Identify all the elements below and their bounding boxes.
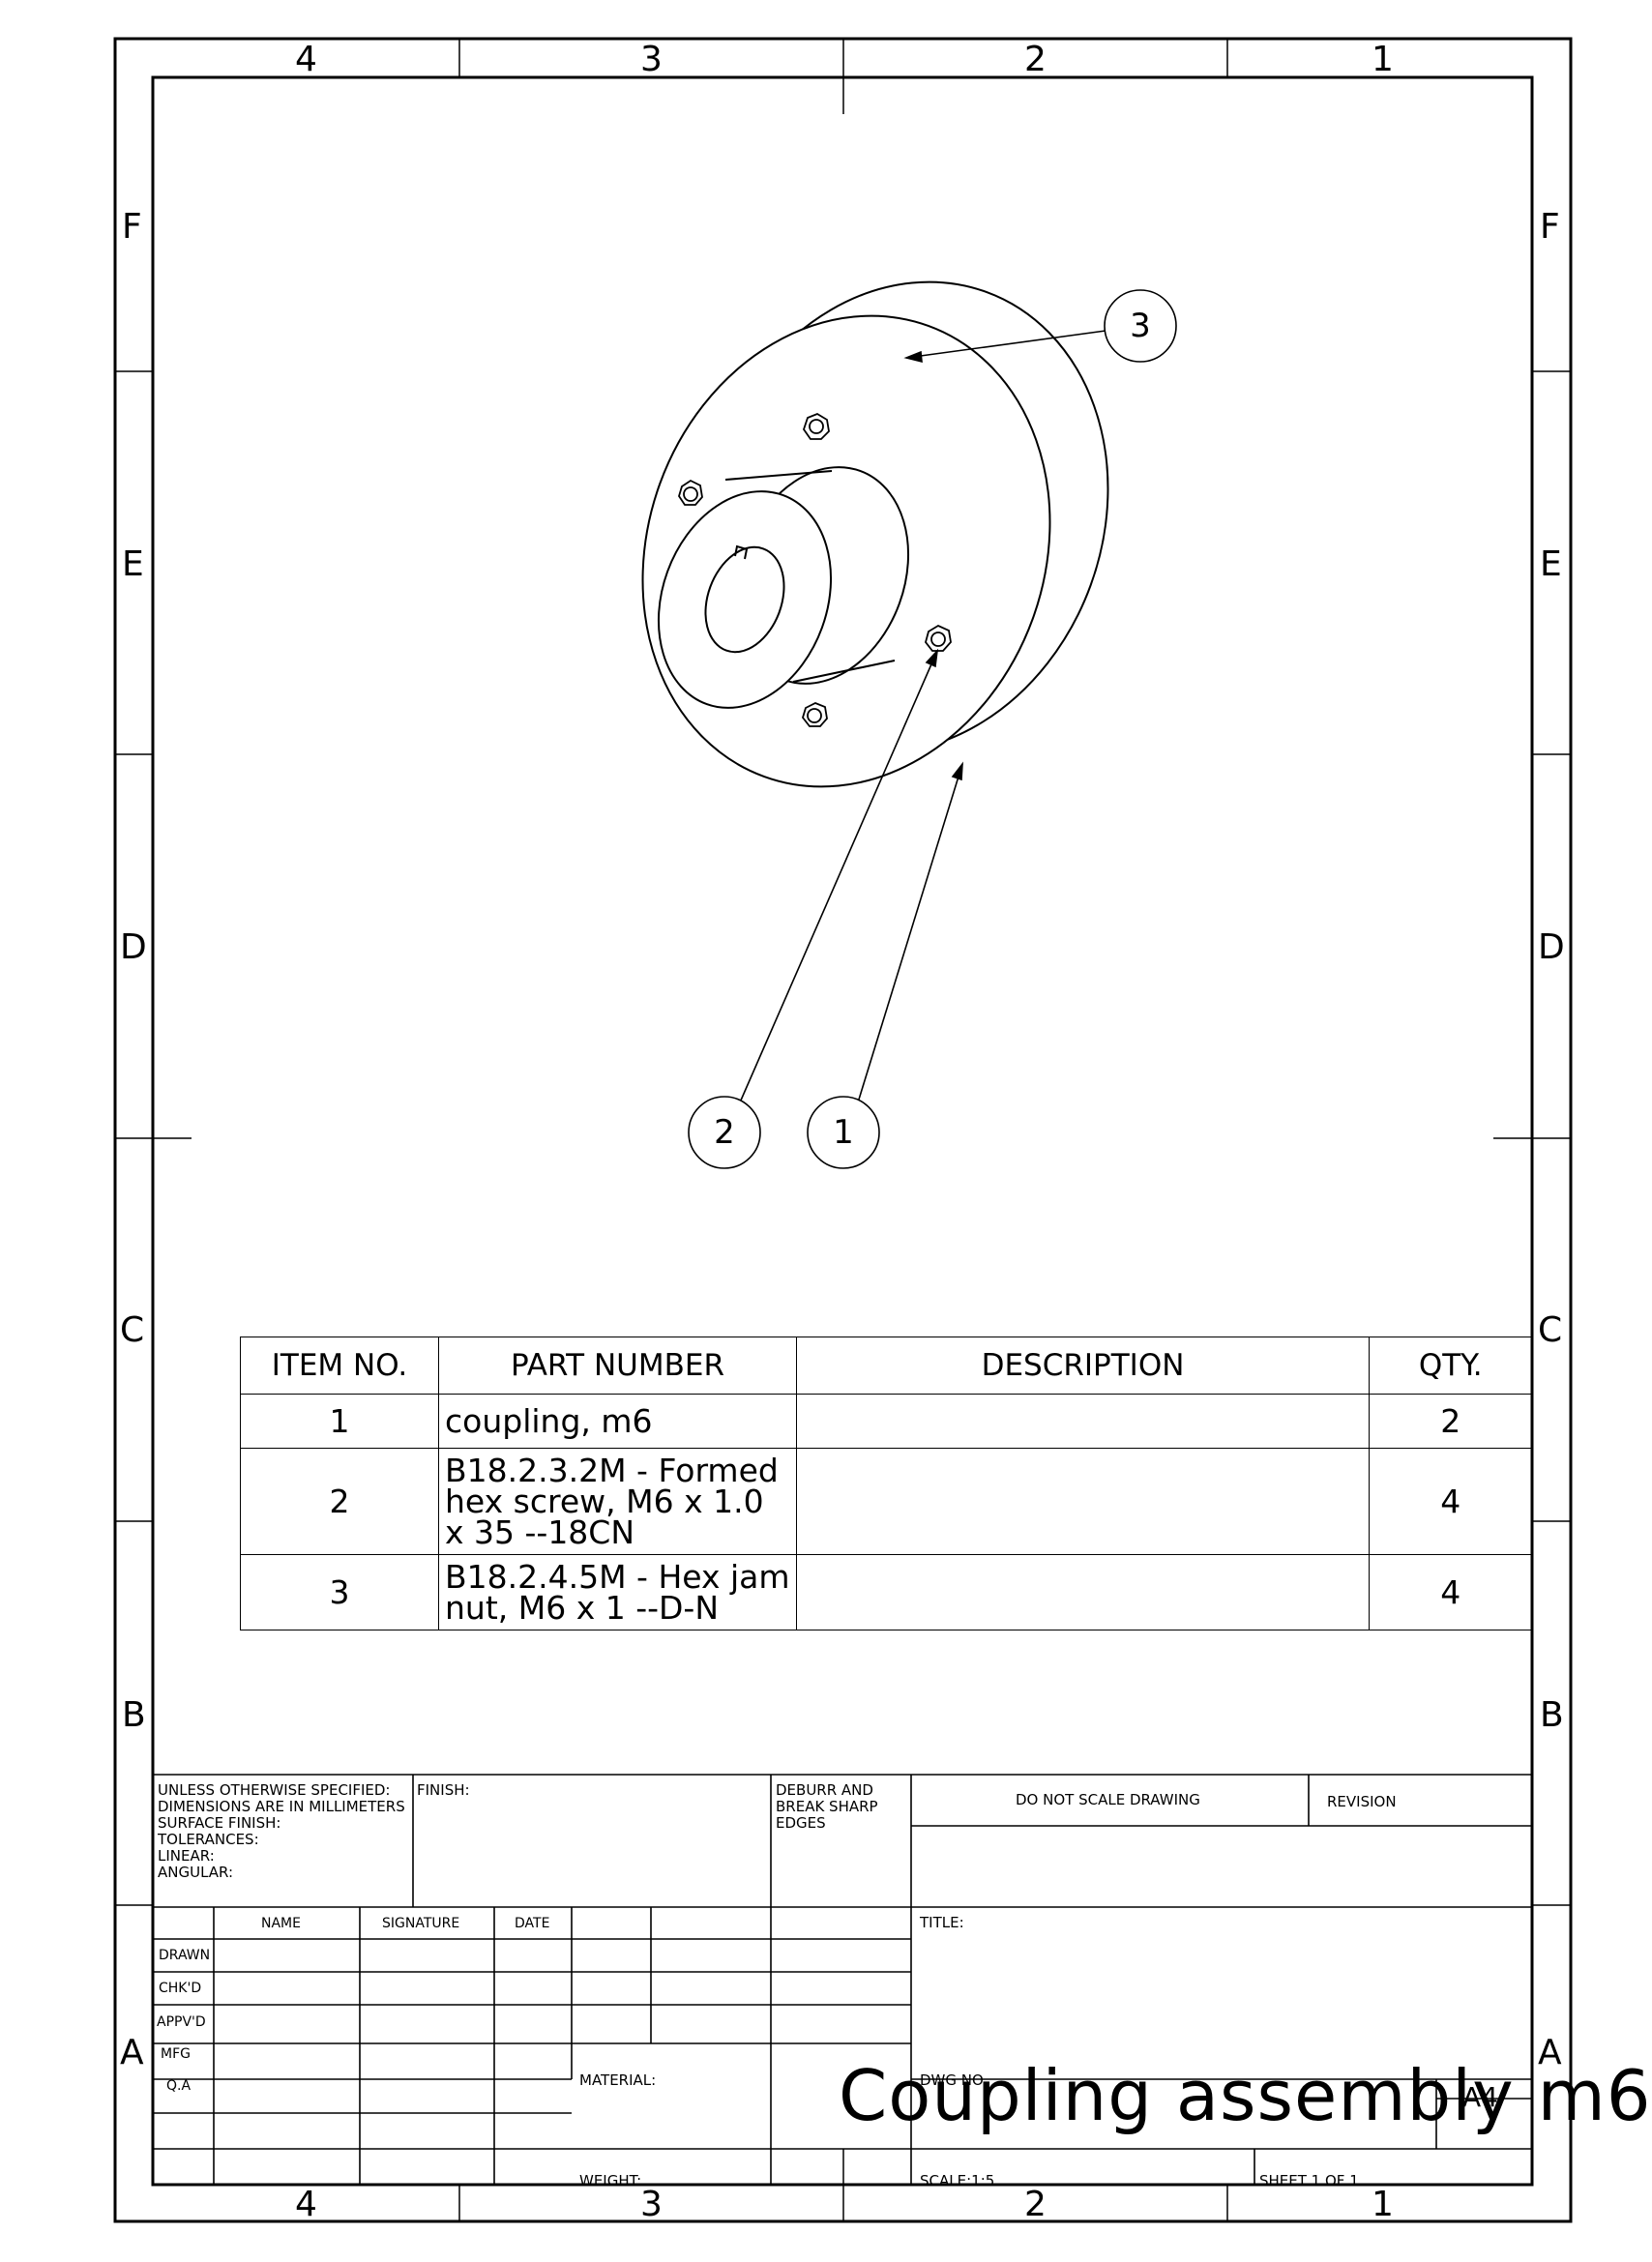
title-label: TITLE: — [920, 1914, 964, 1931]
sheet-number: SHEET 1 OF 1 — [1259, 2172, 1359, 2189]
zone-row-label: A — [120, 2033, 144, 2072]
zone-row-label: D — [120, 927, 147, 967]
bom-header-qty: QTY. — [1369, 1337, 1532, 1395]
sheet-size: A4 — [1462, 2081, 1498, 2113]
zone-col-label: 2 — [1024, 40, 1047, 79]
balloon-label: 2 — [714, 1113, 735, 1152]
drawing-title: Coupling assembly m6 — [839, 2055, 1652, 2136]
zone-col-label: 4 — [295, 40, 317, 79]
dwg-no-label: DWG NO. — [920, 2071, 988, 2089]
scale-label: SCALE:1:5 — [920, 2172, 995, 2189]
bom-part-number: coupling, m6 — [438, 1394, 797, 1449]
zone-row-label: A — [1538, 2033, 1562, 2072]
bom-header-description: DESCRIPTION — [796, 1337, 1370, 1395]
row-label-checked: CHK'D — [159, 1981, 202, 1996]
bom-item-no: 1 — [240, 1394, 439, 1449]
balloon-2 — [688, 1096, 761, 1169]
balloon-1 — [807, 1096, 880, 1169]
bom-qty: 4 — [1369, 1448, 1532, 1555]
zone-row-label: B — [1540, 1695, 1564, 1735]
row-label-mfg: MFG — [161, 2046, 191, 2062]
deburr-label: DEBURR AND BREAK SHARP EDGES — [776, 1781, 878, 1832]
weight-label: WEIGHT: — [579, 2172, 642, 2189]
row-label-drawn: DRAWN — [159, 1948, 211, 1963]
col-name-header: NAME — [261, 1916, 301, 1931]
zone-row-label: B — [122, 1695, 146, 1735]
bom-description — [796, 1554, 1370, 1630]
spec-note: UNLESS OTHERWISE SPECIFIED: DIMENSIONS A… — [158, 1781, 405, 1881]
zone-row-label: F — [122, 207, 142, 247]
bom-header-row: ITEM NO. PART NUMBER DESCRIPTION QTY. — [240, 1337, 1532, 1395]
zone-col-label: 3 — [640, 40, 663, 79]
zone-col-label: 1 — [1372, 2185, 1394, 2224]
bom-description — [796, 1448, 1370, 1555]
zone-row-label: F — [1540, 207, 1560, 247]
zone-row-label: E — [1540, 544, 1562, 584]
bom-part-number: B18.2.3.2M - Formed hex screw, M6 x 1.0 … — [438, 1448, 797, 1555]
zone-row-label: E — [122, 544, 144, 584]
balloon-3 — [1104, 289, 1177, 363]
bom-header-part: PART NUMBER — [438, 1337, 797, 1395]
zone-col-label: 4 — [295, 2185, 317, 2224]
bom-qty: 4 — [1369, 1554, 1532, 1630]
coupling-isometric-view — [641, 280, 1109, 788]
table-row: 3 B18.2.4.5M - Hex jam nut, M6 x 1 --D-N… — [240, 1554, 1532, 1630]
col-signature-header: SIGNATURE — [382, 1916, 460, 1931]
bom-qty: 2 — [1369, 1394, 1532, 1449]
row-label-qa: Q.A — [166, 2078, 192, 2094]
balloon-label: 1 — [833, 1113, 854, 1152]
balloon-label: 3 — [1130, 307, 1151, 345]
finish-label: FINISH: — [417, 1781, 470, 1799]
zone-row-label: C — [1538, 1310, 1563, 1350]
zone-row-label: D — [1538, 927, 1565, 967]
bom-part-number: B18.2.4.5M - Hex jam nut, M6 x 1 --D-N — [438, 1554, 797, 1630]
bom-item-no: 3 — [240, 1554, 439, 1630]
bom-header-item: ITEM NO. — [240, 1337, 439, 1395]
table-row: 1 coupling, m6 2 — [240, 1394, 1532, 1449]
bill-of-materials-table: ITEM NO. PART NUMBER DESCRIPTION QTY. 1 … — [240, 1337, 1532, 1630]
revision-label: REVISION — [1327, 1793, 1397, 1810]
do-not-scale-note: DO NOT SCALE DRAWING — [1016, 1791, 1200, 1808]
drawing-frame — [113, 37, 1573, 2223]
zone-col-label: 1 — [1372, 40, 1394, 79]
zone-col-label: 2 — [1024, 2185, 1047, 2224]
bom-item-no: 2 — [240, 1448, 439, 1555]
table-row: 2 B18.2.3.2M - Formed hex screw, M6 x 1.… — [240, 1448, 1532, 1555]
col-date-header: DATE — [515, 1916, 550, 1931]
bom-description — [796, 1394, 1370, 1449]
row-label-approved: APPV'D — [157, 2014, 206, 2030]
material-label: MATERIAL: — [579, 2071, 657, 2089]
zone-col-label: 3 — [640, 2185, 663, 2224]
zone-row-label: C — [120, 1310, 145, 1350]
